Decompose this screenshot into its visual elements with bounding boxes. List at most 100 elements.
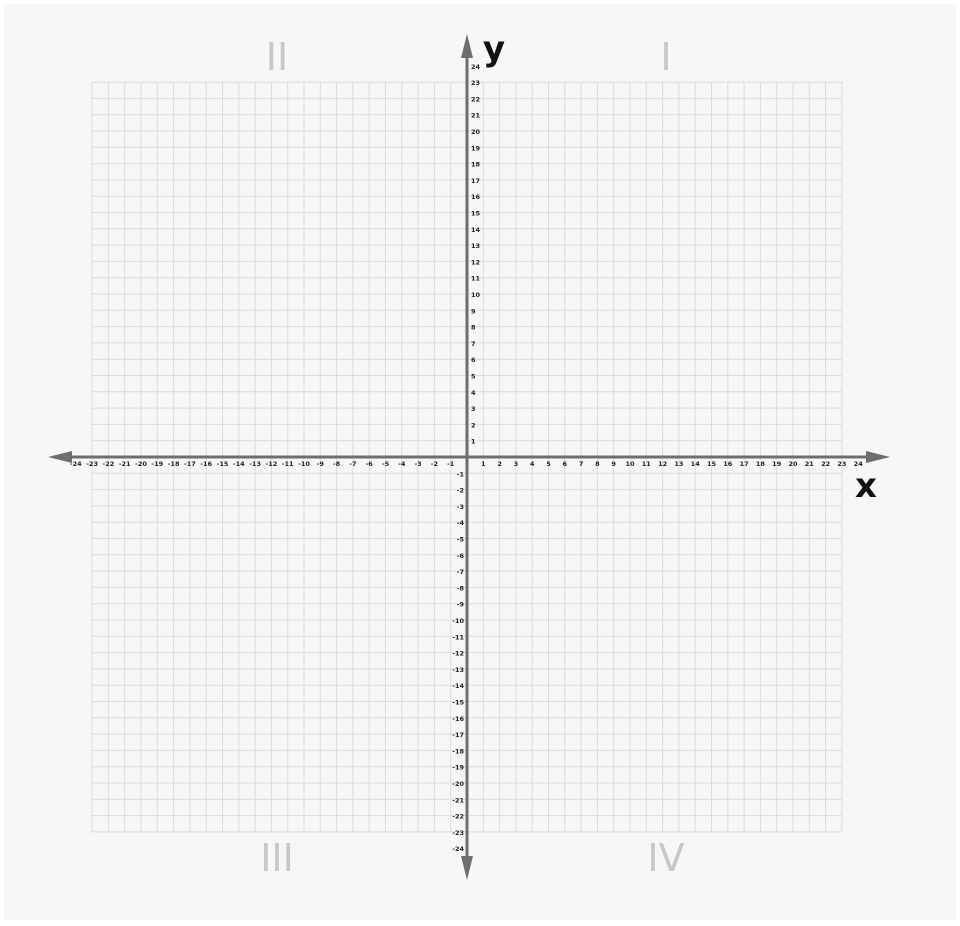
y-tick-label: -6: [457, 552, 465, 560]
y-tick-label: 12: [471, 258, 480, 266]
x-tick-label: 12: [658, 460, 667, 468]
y-tick-label: 7: [471, 340, 476, 348]
tick-labels: -24-23-22-21-20-19-18-17-16-15-14-13-12-…: [70, 63, 863, 853]
quadrant-label-ii: II: [266, 35, 288, 79]
y-tick-label: -5: [457, 536, 465, 544]
x-tick-label: 17: [740, 460, 749, 468]
x-tick-label: -4: [398, 460, 406, 468]
x-tick-label: -10: [298, 460, 310, 468]
x-tick-label: 19: [772, 460, 782, 468]
x-tick-label: -20: [135, 460, 147, 468]
y-tick-label: 20: [471, 128, 481, 136]
y-tick-label: 16: [471, 193, 481, 201]
x-tick-label: -11: [282, 460, 294, 468]
y-tick-label: -3: [457, 503, 464, 511]
y-tick-label: -24: [452, 845, 464, 853]
y-tick-label: 18: [471, 161, 481, 169]
y-tick-label: 3: [471, 405, 476, 413]
x-tick-label: 10: [625, 460, 635, 468]
y-tick-label: -21: [452, 796, 464, 804]
y-tick-label: 15: [471, 210, 481, 218]
y-tick-label: -12: [452, 650, 464, 658]
x-tick-label: -15: [217, 460, 229, 468]
y-tick-label: 9: [471, 307, 476, 315]
y-tick-label: -16: [452, 715, 464, 723]
x-tick-label: 22: [821, 460, 830, 468]
y-tick-label: -11: [452, 633, 464, 641]
y-axis-arrow-up-icon: [461, 34, 473, 58]
y-tick-label: -19: [452, 764, 464, 772]
x-tick-label: 11: [642, 460, 652, 468]
y-tick-label: 8: [471, 324, 476, 332]
x-tick-label: 3: [514, 460, 519, 468]
x-tick-label: -21: [119, 460, 131, 468]
x-tick-label: 18: [756, 460, 766, 468]
quadrant-label-i: I: [660, 35, 671, 79]
y-tick-label: 10: [471, 291, 481, 299]
x-tick-label: -18: [168, 460, 180, 468]
axes: [48, 34, 890, 880]
x-tick-label: 2: [497, 460, 502, 468]
y-tick-label: -7: [457, 568, 464, 576]
y-tick-label: -18: [452, 747, 464, 755]
x-tick-label: -6: [366, 460, 374, 468]
y-tick-label: -17: [452, 731, 464, 739]
y-tick-label: 11: [471, 275, 481, 283]
y-tick-label: 2: [471, 421, 476, 429]
y-axis-title: y: [483, 29, 505, 69]
y-tick-label: 4: [471, 389, 476, 397]
x-tick-label: 14: [691, 460, 701, 468]
x-tick-label: 8: [595, 460, 600, 468]
x-tick-label: -1: [447, 460, 455, 468]
y-tick-label: -14: [452, 682, 464, 690]
x-tick-label: 13: [674, 460, 683, 468]
y-tick-label: -13: [452, 666, 464, 674]
x-tick-label: 15: [707, 460, 717, 468]
x-tick-label: 16: [723, 460, 733, 468]
y-tick-label: -15: [452, 699, 464, 707]
x-tick-label: 24: [854, 460, 864, 468]
x-tick-label: -5: [382, 460, 390, 468]
x-tick-label: -22: [103, 460, 115, 468]
y-tick-label: 5: [471, 373, 476, 381]
y-tick-label: -4: [457, 519, 465, 527]
x-tick-label: -13: [249, 460, 261, 468]
y-tick-label: 24: [471, 63, 481, 71]
quadrant-labels: II I III IV: [260, 35, 684, 880]
graph-panel: [4, 4, 956, 920]
x-axis-title: x: [855, 466, 877, 506]
x-tick-label: 5: [546, 460, 551, 468]
x-tick-label: 9: [611, 460, 616, 468]
x-axis-arrow-right-icon: [866, 451, 890, 463]
y-tick-label: -2: [457, 487, 464, 495]
y-tick-label: -10: [452, 617, 464, 625]
y-tick-label: -9: [457, 601, 465, 609]
x-axis-arrow-left-icon: [48, 451, 72, 463]
y-tick-label: 17: [471, 177, 480, 185]
x-tick-label: 7: [579, 460, 584, 468]
y-tick-label: -8: [457, 584, 465, 592]
quadrant-label-iv: IV: [647, 836, 684, 880]
x-tick-label: -16: [200, 460, 212, 468]
y-tick-label: -20: [452, 780, 464, 788]
y-tick-label: 14: [471, 226, 481, 234]
y-tick-label: 1: [471, 438, 476, 446]
y-tick-label: 21: [471, 112, 481, 120]
y-tick-label: 13: [471, 242, 480, 250]
x-tick-label: 23: [837, 460, 846, 468]
x-tick-label: 21: [805, 460, 815, 468]
y-tick-label: -22: [452, 813, 464, 821]
x-tick-label: -24: [70, 460, 82, 468]
y-tick-label: 6: [471, 356, 476, 364]
y-tick-label: 23: [471, 79, 480, 87]
x-tick-label: -2: [431, 460, 438, 468]
x-tick-label: -7: [349, 460, 356, 468]
y-axis-arrow-down-icon: [461, 856, 473, 880]
y-tick-label: -1: [457, 470, 465, 478]
x-tick-label: 4: [530, 460, 535, 468]
x-tick-label: -12: [266, 460, 278, 468]
quadrant-label-iii: III: [260, 836, 294, 880]
y-tick-label: 19: [471, 144, 481, 152]
